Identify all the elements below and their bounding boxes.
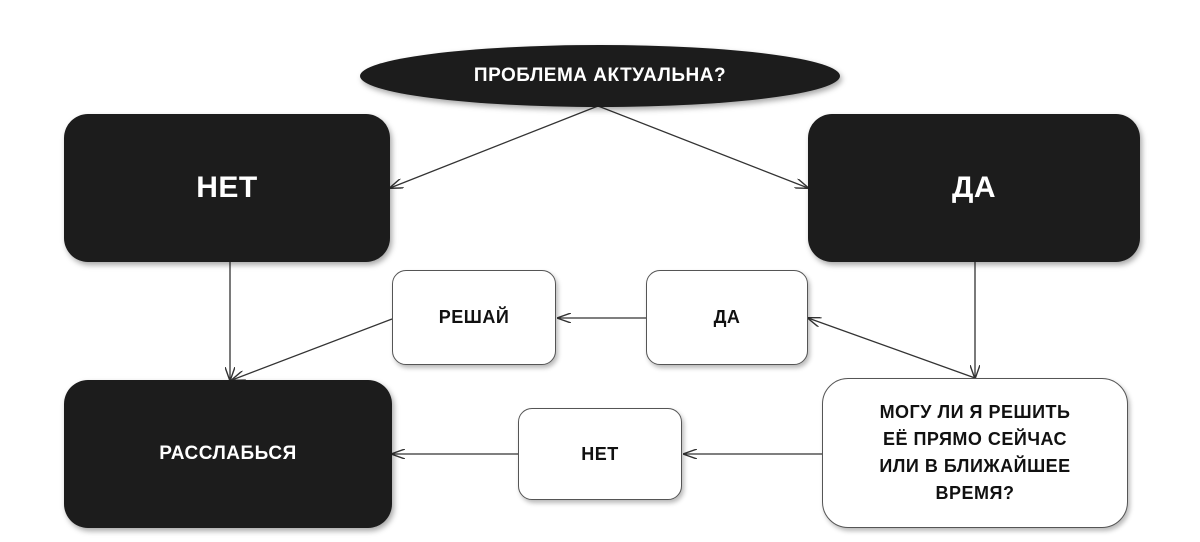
can-solve-line-2: ЕЁ ПРЯМО СЕЙЧАС	[882, 429, 1068, 449]
solve-box: РЕШАЙ	[392, 270, 556, 365]
arrow-question-to-no	[390, 105, 599, 188]
yes-mid-box: ДА	[646, 270, 808, 365]
relax-label: РАССЛАБЬСЯ	[159, 443, 297, 464]
arrow-solve-to-relax	[232, 318, 393, 380]
yes-top-box: ДА	[808, 114, 1140, 262]
can-solve-line-4: ВРЕМЯ?	[935, 483, 1015, 503]
question-label: ПРОБЛЕМА АКТУАЛЬНА?	[473, 65, 727, 86]
no-top-box: НЕТ	[64, 114, 390, 262]
arrow-question-to-yes	[597, 105, 808, 188]
can-solve-line-1: МОГУ ЛИ Я РЕШИТЬ	[879, 402, 1071, 422]
yes-mid-label: ДА	[713, 307, 741, 327]
can-solve-box: МОГУ ЛИ Я РЕШИТЬ ЕЁ ПРЯМО СЕЙЧАС ИЛИ В Б…	[822, 378, 1128, 528]
question-ellipse: ПРОБЛЕМА АКТУАЛЬНА?	[360, 45, 840, 107]
solve-label: РЕШАЙ	[438, 307, 510, 327]
no-mid-label: НЕТ	[581, 443, 619, 464]
no-top-label: НЕТ	[196, 171, 258, 204]
arrow-canSolve-to-yesmid	[808, 318, 976, 379]
no-mid-box: НЕТ	[518, 408, 682, 500]
yes-top-label: ДА	[951, 171, 997, 204]
relax-box: РАССЛАБЬСЯ	[64, 380, 392, 528]
can-solve-line-3: ИЛИ В БЛИЖАЙШЕЕ	[879, 456, 1071, 476]
